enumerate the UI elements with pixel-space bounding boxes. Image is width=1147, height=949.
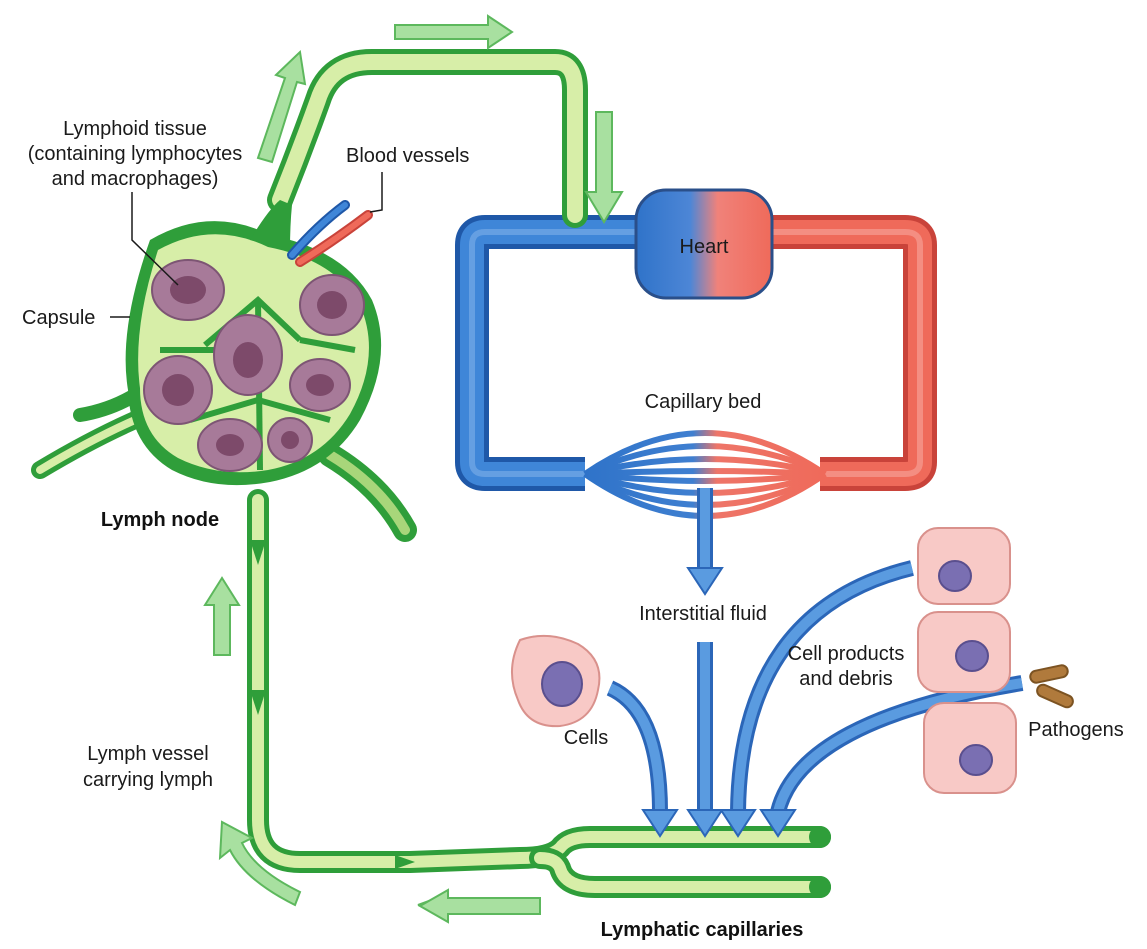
tissue-cells	[510, 527, 1017, 794]
capsule-label: Capsule	[22, 307, 95, 329]
lymphoid-tissue-label-1: Lymphoid tissue	[63, 118, 207, 140]
pathogens-label: Pathogens	[1028, 719, 1124, 741]
lymph-vessel-label-2: carrying lymph	[83, 769, 213, 791]
arrow-down-into-heart	[584, 111, 624, 224]
arrow-up-left-node	[256, 49, 307, 164]
node-blood-vessels	[287, 200, 373, 267]
interstitial-fluid-label: Interstitial fluid	[639, 603, 767, 625]
pathogens-icon	[1029, 664, 1074, 709]
blood-circuit	[455, 215, 937, 491]
interstitial-flow-arrows	[606, 488, 1024, 838]
lymph-node-label: Lymph node	[101, 509, 219, 531]
lymph-vessel-label-1: Lymph vessel	[87, 743, 209, 765]
heart: Heart	[634, 188, 774, 300]
lymphatic-capillaries-label: Lymphatic capillaries	[601, 919, 804, 941]
arrow-up-left-vessel	[203, 576, 241, 656]
cell-products-label-1: Cell products	[788, 643, 905, 665]
lymphoid-tissue-label-3: and macrophages)	[52, 168, 219, 190]
arrow-top-right	[394, 14, 514, 50]
lymph-valves	[250, 540, 415, 869]
heart-label: Heart	[680, 236, 729, 258]
cell-products-label-2: and debris	[799, 668, 892, 690]
blood-vessels-label: Blood vessels	[346, 145, 469, 167]
arrow-curve-bottom	[218, 820, 302, 907]
lymphoid-tissue	[143, 259, 365, 472]
cells-label: Cells	[564, 727, 608, 749]
lymph-node	[31, 200, 417, 542]
leader-lines	[110, 172, 383, 318]
lymph-vessel	[247, 49, 831, 898]
lymphoid-tissue-label-2: (containing lymphocytes	[28, 143, 243, 165]
lymphatic-capillary-ends	[809, 826, 831, 898]
capillary-bed-label: Capillary bed	[645, 391, 762, 413]
labels: Lymphoid tissue (containing lymphocytes …	[22, 118, 1124, 941]
lymph-flow-arrows	[203, 14, 624, 924]
